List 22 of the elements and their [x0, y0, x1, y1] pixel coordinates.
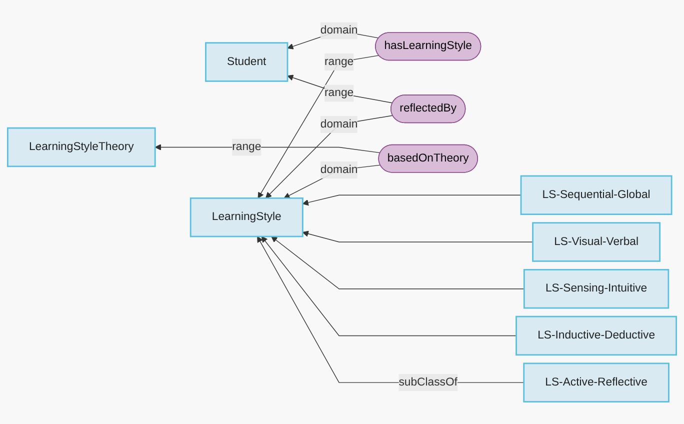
arrow: [261, 236, 517, 336]
node-box: LS-Sensing-Intuitive: [523, 268, 670, 309]
edge-label: range: [324, 56, 354, 68]
arrow: [257, 236, 524, 383]
node-box: LearningStyle: [190, 197, 304, 238]
edge-label: subClassOf: [398, 376, 458, 388]
node-box: LS-Inductive-Deductive: [516, 316, 678, 356]
node-box: LS-Visual-Verbal: [532, 222, 660, 262]
arrow: [271, 236, 525, 290]
node-box: LS-Active-Reflective: [523, 362, 670, 402]
node-box: LearningStyleTheory: [6, 127, 156, 168]
edge-label: domain: [320, 24, 358, 36]
arrow: [302, 194, 522, 206]
edge-label: range: [232, 140, 262, 153]
edge-label: domain: [320, 164, 358, 176]
edge-label: domain: [320, 118, 358, 130]
edge-label: range: [324, 86, 354, 99]
arrow: [258, 55, 380, 198]
arrow: [287, 74, 394, 104]
arrow: [302, 230, 534, 242]
node-box: Student: [205, 42, 288, 82]
node-box: LS-Sequential-Global: [520, 175, 672, 216]
